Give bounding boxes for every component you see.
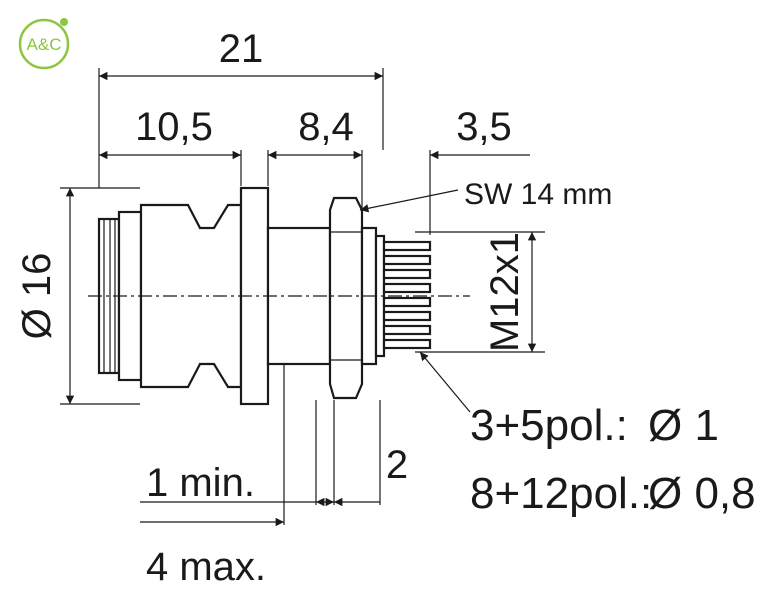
hex-nut xyxy=(328,196,364,400)
dim-panel-gap: 2 xyxy=(386,443,408,487)
pin-note-row2-label: 8+12pol.: xyxy=(470,469,652,518)
extension-lines xyxy=(60,68,545,525)
pin-note-row1-label: 3+5pol.: xyxy=(470,401,628,450)
dim-overall-length: 21 xyxy=(219,27,264,71)
dim-panel-min: 1 min. xyxy=(146,461,255,505)
dim-thread: M12x1 xyxy=(483,232,527,352)
pin-note-row2-value: Ø 0,8 xyxy=(648,469,756,518)
dim-panel-max: 4 max. xyxy=(146,545,266,589)
logo-dot xyxy=(60,18,68,26)
logo-text: A&C xyxy=(27,35,62,54)
logo-circle xyxy=(18,18,70,70)
pins xyxy=(382,240,432,350)
dim-rear-length: 3,5 xyxy=(456,105,512,149)
dim-diameter: Ø 16 xyxy=(15,253,59,340)
pin-note-row1-value: Ø 1 xyxy=(648,401,719,450)
leader-wrench xyxy=(359,189,459,213)
ac-logo: A&C xyxy=(18,18,70,70)
leader-pins xyxy=(419,351,471,413)
dim-wrench-size: SW 14 mm xyxy=(464,178,612,211)
dim-middle-length: 8,4 xyxy=(298,105,354,149)
dim-front-length: 10,5 xyxy=(135,105,213,149)
dimension-lines xyxy=(65,71,537,527)
